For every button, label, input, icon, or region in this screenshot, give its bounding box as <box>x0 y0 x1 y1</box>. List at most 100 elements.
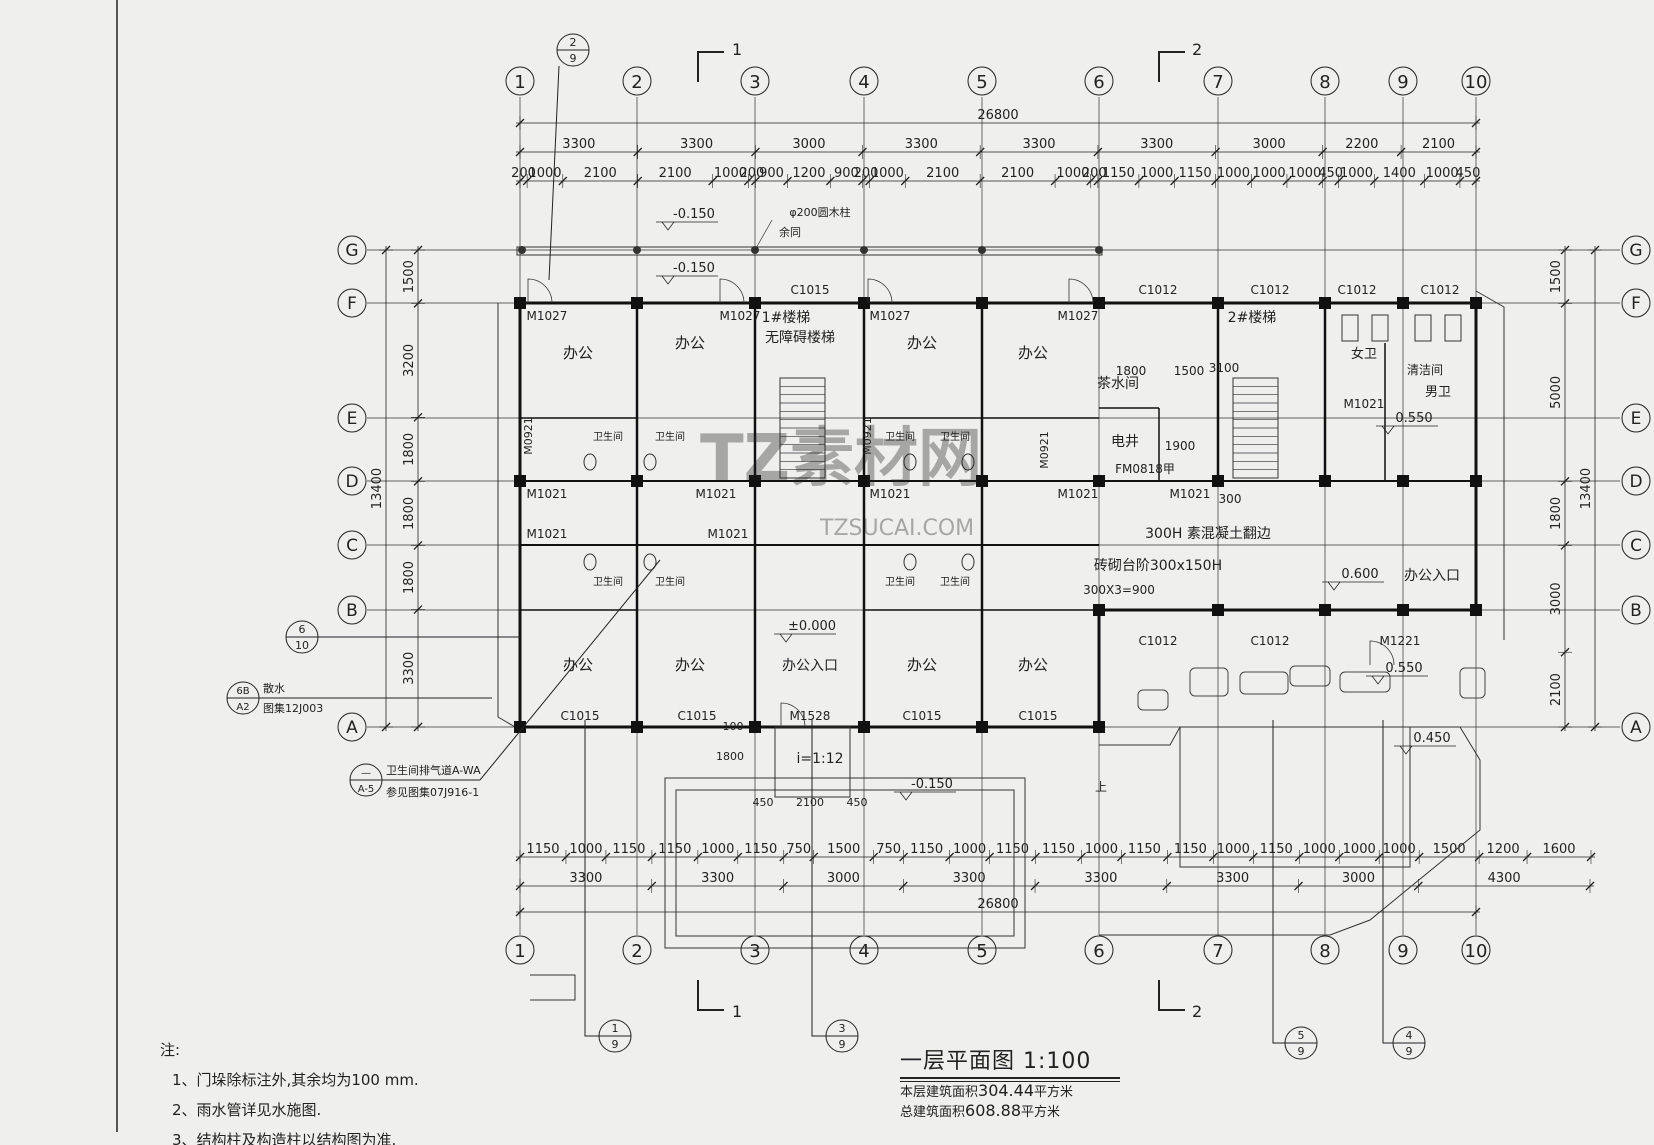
stepping-stone-2 <box>1189 667 1229 697</box>
axis-bubble-top-1 <box>505 66 535 96</box>
dim-top-detail-value: 200 <box>511 166 536 181</box>
dim-top-bays-value: 2200 <box>1345 137 1378 152</box>
structural-column <box>858 297 870 309</box>
front-plaza-inner <box>675 789 1015 937</box>
room-label-toilet-3: 卫生间 <box>885 430 915 443</box>
dim-top-detail-value: 1000 <box>1056 166 1089 181</box>
apron-note: 散水 <box>263 681 285 695</box>
axis-label-right-E: E <box>1631 409 1642 429</box>
axis-label-top-7: 7 <box>1212 72 1223 93</box>
dim-top-bays-value: 3300 <box>1140 137 1173 152</box>
door-tag-m1021-7: M1021 <box>1170 487 1211 501</box>
axis-bubble-left-F <box>337 288 367 318</box>
door-swing-6 <box>780 702 806 728</box>
dim-bottom-detail-value: 1150 <box>744 842 777 857</box>
room-label-office-4: 办公 <box>1018 344 1048 362</box>
round-timber-column <box>633 246 641 254</box>
dim-bottom-detail-value: 1000 <box>569 842 602 857</box>
dim-top-detail-value: 1000 <box>714 166 747 181</box>
room-label-toilet-4: 卫生间 <box>940 430 970 443</box>
dim-bottom-detail-value: 1150 <box>1174 842 1207 857</box>
dim-bottom-detail-value: 1500 <box>1433 842 1466 857</box>
axis-label-right-D: D <box>1629 472 1642 492</box>
room-label-office-6: 办公 <box>675 656 705 674</box>
dim-top-bays-value: 3000 <box>1253 137 1286 152</box>
toilet-fixture-1 <box>583 453 597 471</box>
window-tag-c1015-south-2: C1015 <box>678 709 717 723</box>
axis-bubble-bottom-7 <box>1203 935 1233 965</box>
axis-label-bottom-1: 1 <box>514 941 525 962</box>
annotation-column-others: 余同 <box>779 225 801 239</box>
note-item-1: 1、门垛除标注外,其余均为100 mm. <box>172 1071 419 1089</box>
dim-top-bays-value: 2100 <box>1422 137 1455 152</box>
wc-cubicle-3 <box>1414 314 1432 342</box>
dim-top-detail-value: 1000 <box>528 166 561 181</box>
dim-top-bays-value: 3300 <box>905 137 938 152</box>
axis-label-right-C: C <box>1630 536 1642 556</box>
structural-column <box>1470 475 1482 487</box>
drawing-title-block: 一层平面图 1:100 本层建筑面积304.44平方米 总建筑面积608.88平… <box>900 1043 1120 1122</box>
svg-text:1: 1 <box>612 1022 619 1035</box>
walls <box>497 246 1505 733</box>
dim-left-value: 1500 <box>402 260 417 293</box>
svg-text:9: 9 <box>839 1038 846 1051</box>
detail-ref-bottom-c: 5 9 <box>1272 720 1318 1060</box>
dim-top-bays-value: 3300 <box>562 137 595 152</box>
dim-bottom-detail-value: 1000 <box>701 842 734 857</box>
toilet-fixture-5 <box>583 553 597 571</box>
structural-column <box>1319 297 1331 309</box>
annotation-dim-1900: 1900 <box>1165 439 1196 453</box>
door-tag-m1021-3: M1021 <box>870 487 911 501</box>
structural-column <box>976 475 988 487</box>
axis-bubble-top-4 <box>849 66 879 96</box>
watermark-text: TZ素材网 <box>700 422 982 496</box>
dim-bottom-detail-value: 1000 <box>1085 842 1118 857</box>
room-label-toilet-5: 卫生间 <box>593 575 623 588</box>
structural-column <box>1319 475 1331 487</box>
axis-label-left-A: A <box>346 718 358 738</box>
axis-bubble-right-E <box>1621 403 1651 433</box>
dim-bottom-detail-value: 1000 <box>1217 842 1250 857</box>
axis-label-left-C: C <box>346 536 358 556</box>
room-label-toilet-2: 卫生间 <box>655 430 685 443</box>
door-tag-m1021-1: M1021 <box>527 487 568 501</box>
axis-bubble-right-D <box>1621 466 1651 496</box>
door-swing-5 <box>1369 640 1395 666</box>
dim-bottom-detail-value: 1200 <box>1487 842 1520 857</box>
toilet-fixture-6 <box>643 553 657 571</box>
dim-right-value: 1800 <box>1549 497 1564 530</box>
apron-outline-west <box>497 303 516 728</box>
dim-top-detail-value: 450 <box>1456 166 1481 181</box>
svg-text:A-5: A-5 <box>358 784 375 795</box>
window-tag-c1012-6: C1012 <box>1251 634 1290 648</box>
annotation-round-column: φ200圆木柱 <box>789 205 850 219</box>
axis-bubble-bottom-1 <box>505 935 535 965</box>
dim-top-detail-value: 200 <box>739 166 764 181</box>
dim-top-detail-value: 1000 <box>1217 166 1250 181</box>
axis-label-right-A: A <box>1630 718 1642 738</box>
elevation-porch-1-mark <box>661 221 675 231</box>
front-plaza-outline <box>664 777 1026 949</box>
svg-text:—: — <box>361 768 371 779</box>
structural-column <box>976 297 988 309</box>
svg-text:2: 2 <box>570 36 577 49</box>
detail-ref-bottom-a: 1 9 <box>584 720 632 1053</box>
stepping-stone-4 <box>1289 665 1331 687</box>
dim-top-detail-value: 2100 <box>926 166 959 181</box>
door-tag-m0921-2: M0921 <box>861 417 874 455</box>
annotation-dim-1800: 1800 <box>1116 364 1147 378</box>
dim-bottom-bays-value: 3300 <box>1084 871 1117 886</box>
structural-column <box>1397 475 1409 487</box>
door-tag-m1021-2: M1021 <box>696 487 737 501</box>
dim-top-detail-value: 900 <box>834 166 859 181</box>
stepping-stone-3 <box>1239 671 1289 695</box>
dim-right-total-value: 13400 <box>1579 468 1594 509</box>
elevation-garden-mark <box>1399 745 1413 755</box>
svg-text:10: 10 <box>295 639 309 652</box>
structural-column <box>858 475 870 487</box>
structural-column <box>1093 604 1105 616</box>
structural-column <box>1212 604 1224 616</box>
axis-bubble-top-9 <box>1388 66 1418 96</box>
